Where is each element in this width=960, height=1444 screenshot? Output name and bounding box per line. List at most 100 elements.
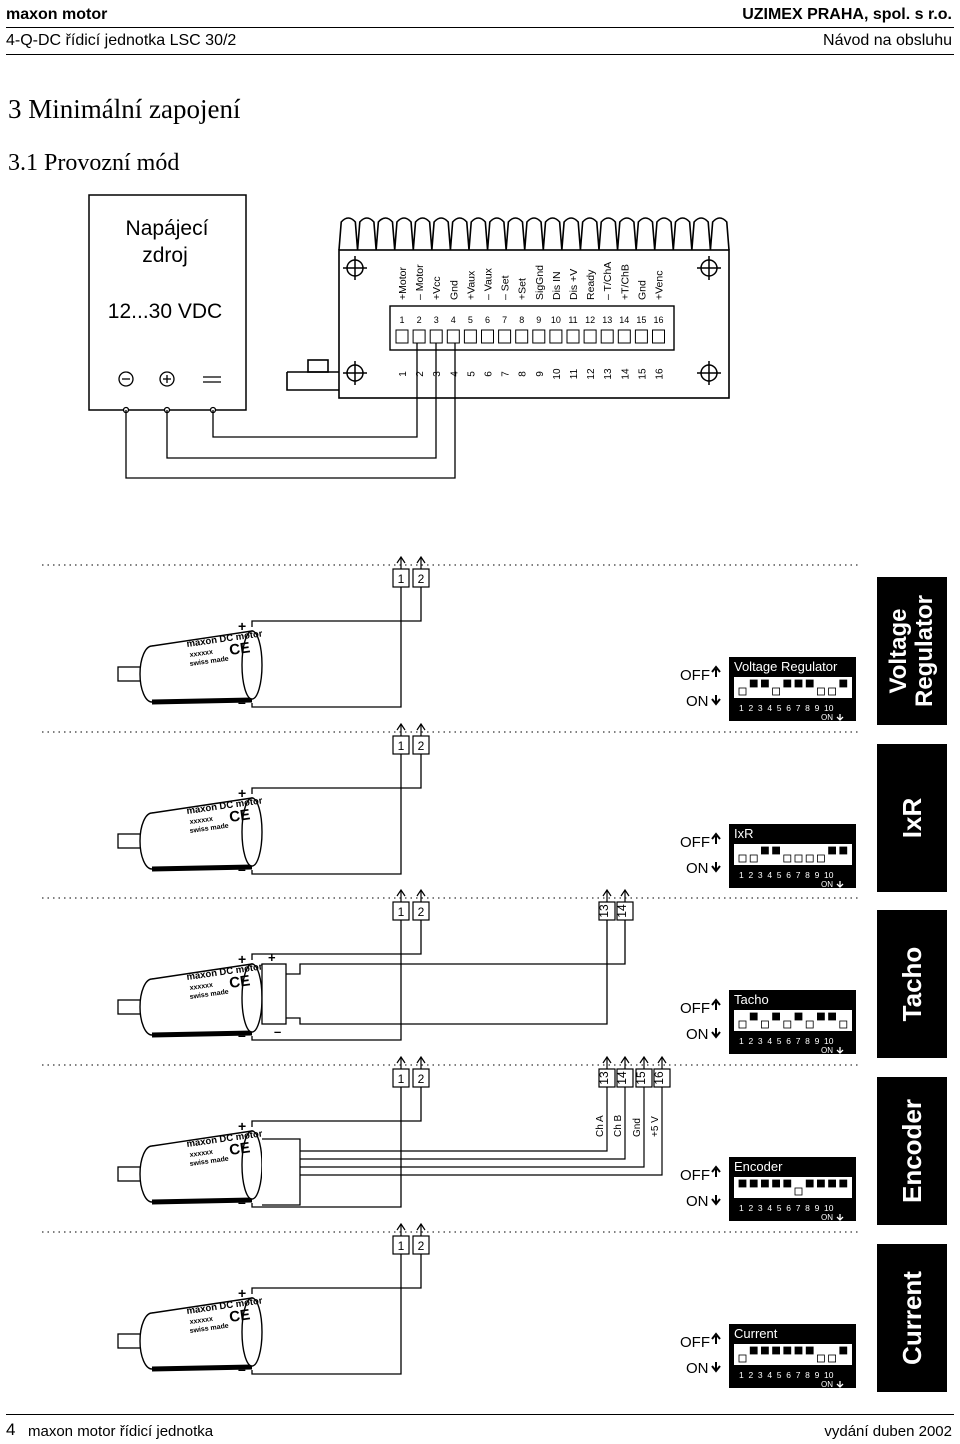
terminal-label: +Venc — [654, 271, 666, 301]
svg-text:CE: CE — [228, 639, 251, 659]
screw-terminal — [515, 329, 529, 344]
section-title: 3 Minimální zapojení — [8, 94, 241, 124]
mode-side-box — [877, 1077, 947, 1225]
terminal-block-label: 2 — [418, 1072, 425, 1086]
on-label: ON — [686, 860, 709, 877]
pin-number: 12 — [586, 368, 597, 380]
minus-terminal-icon — [118, 371, 134, 387]
header-company: maxon motor — [6, 6, 108, 23]
off-label: OFF — [680, 834, 710, 851]
terminal-number: 10 — [551, 315, 561, 325]
mode-side-label: Regulator — [911, 595, 938, 707]
screw-terminal — [412, 329, 426, 344]
encoder-icon — [262, 1138, 301, 1206]
dip-panel-title: Voltage Regulator — [734, 659, 838, 674]
screw-terminal — [395, 329, 409, 344]
dip-switch — [839, 1020, 848, 1029]
terminal-number: 14 — [619, 315, 629, 325]
pin-number: 9 — [535, 371, 546, 377]
terminal-block-label: 13 — [597, 1071, 611, 1085]
svg-text:xxxxxx: xxxxxx — [189, 1149, 213, 1159]
dip-switch — [839, 846, 848, 855]
dip-switch — [828, 846, 836, 855]
terminal-number: 16 — [653, 315, 663, 325]
dip-switch — [772, 1179, 780, 1188]
dip-switch — [805, 1346, 814, 1355]
terminal-label: Gnd — [636, 280, 648, 300]
dip-numbers: 1 2 3 4 5 6 7 8 9 10 — [739, 1370, 834, 1380]
header-doc-type: Návod na obsluhu — [823, 32, 952, 49]
terminal-label: +Vaux — [465, 270, 477, 300]
mode-side-box — [877, 1244, 947, 1392]
screw-terminal — [549, 329, 563, 344]
svg-text:xxxxxx: xxxxxx — [189, 816, 213, 826]
mode-side-label: Tacho — [897, 947, 927, 1022]
down-arrow-icon — [711, 1195, 721, 1206]
dip-panel-title: Encoder — [734, 1159, 783, 1174]
mode-side-box — [877, 577, 947, 725]
terminal-label: – Vaux — [483, 267, 495, 300]
encoder-signal-label: +5 V — [650, 1116, 661, 1137]
down-arrow-icon — [711, 1028, 721, 1039]
screw-terminal — [583, 329, 597, 344]
pin-number: 16 — [655, 368, 666, 380]
off-label: OFF — [680, 1000, 710, 1017]
pin-number: 11 — [569, 368, 580, 379]
screw-terminal — [463, 329, 477, 344]
terminal-label: +Set — [517, 278, 529, 300]
terminal-block-label: 1 — [398, 1072, 405, 1086]
header-rule — [6, 27, 954, 28]
power-supply-voltage: 12...30 VDC — [108, 300, 222, 323]
terminal-number: 12 — [585, 315, 595, 325]
terminal-block-label: 15 — [634, 1071, 648, 1085]
dip-on-label: ON — [821, 880, 833, 889]
dip-switch — [772, 1012, 780, 1021]
svg-text:–: – — [238, 1194, 246, 1210]
up-arrow-icon — [711, 998, 721, 1010]
terminal-block-label: 2 — [418, 572, 425, 586]
dip-switch — [839, 1179, 848, 1188]
power-supply-title-2: zdroj — [142, 244, 188, 267]
encoder-signal-label: Ch A — [595, 1115, 606, 1137]
dip-switch — [794, 1012, 803, 1021]
dip-switch — [783, 1179, 792, 1188]
mode-side-label: IxR — [897, 798, 927, 839]
pin-number: 4 — [449, 371, 460, 377]
footer-left-text: maxon motor řídicí jednotka — [28, 1423, 214, 1440]
down-arrow-icon — [711, 695, 721, 706]
svg-text:xxxxxx: xxxxxx — [189, 649, 213, 659]
dip-switch — [749, 854, 758, 863]
svg-text:+: + — [238, 618, 246, 634]
power-supply-title-1: Napájecí — [126, 217, 209, 240]
dip-switch — [783, 1346, 792, 1355]
mode-side-box — [877, 910, 947, 1058]
terminal-label: +T/ChB — [619, 264, 631, 300]
terminal-block-label: 1 — [398, 905, 405, 919]
dip-on-label: ON — [821, 1046, 833, 1055]
mounting-holes — [343, 256, 721, 385]
terminal-label: – Set — [500, 275, 512, 300]
dip-switch — [738, 1354, 747, 1363]
dip-switch — [772, 687, 780, 696]
dip-switch — [817, 687, 825, 696]
on-label: ON — [686, 1193, 709, 1210]
terminal-number: 5 — [468, 315, 473, 325]
footer-rule — [6, 1414, 954, 1415]
footer-right-text: vydání duben 2002 — [824, 1423, 952, 1440]
dip-switch — [817, 1354, 825, 1363]
terminal-block-label: 14 — [615, 1071, 629, 1085]
svg-text:CE: CE — [228, 1139, 251, 1159]
terminal-number: 15 — [636, 315, 646, 325]
dip-switch — [761, 1179, 769, 1188]
pin-number: 1 — [398, 371, 409, 377]
header-rule-bottom — [6, 54, 954, 55]
dip-switch — [738, 854, 747, 863]
terminal-number: 2 — [417, 315, 422, 325]
dip-on-label: ON — [821, 713, 833, 722]
dip-switch — [783, 1020, 792, 1029]
on-label: ON — [686, 1360, 709, 1377]
mode-side-label: Voltage — [885, 609, 912, 694]
